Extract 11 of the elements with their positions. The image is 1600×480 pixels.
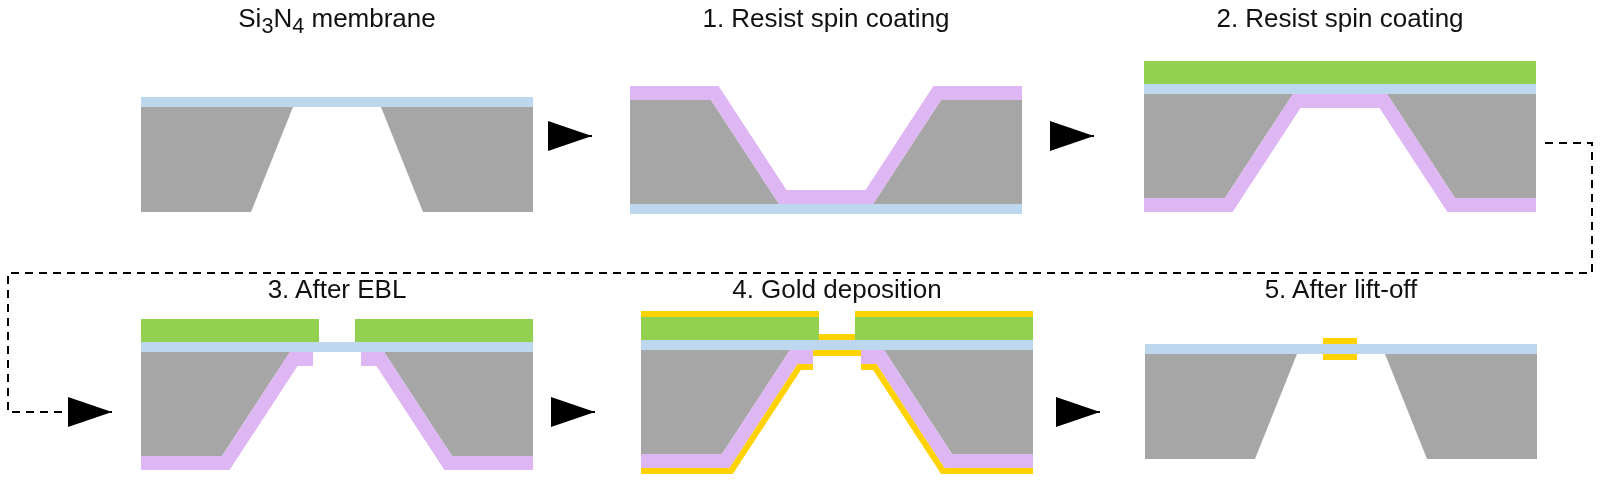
process-arrow xyxy=(1056,397,1101,427)
step-title: 3. After EBL xyxy=(266,274,408,304)
process-arrow xyxy=(548,121,593,151)
step-title: 1. Resist spin coating xyxy=(701,3,951,33)
step-title: 2. Resist spin coating xyxy=(1215,3,1465,33)
process-arrow xyxy=(7,142,1593,427)
step-title: 4. Gold deposition xyxy=(731,274,943,304)
process-arrow xyxy=(550,397,596,427)
process-arrow xyxy=(1050,121,1095,151)
step-title: Si$_{3}$N$_{4}$ membrane xyxy=(237,3,437,41)
step-title: 5. After lift-off xyxy=(1263,274,1419,304)
